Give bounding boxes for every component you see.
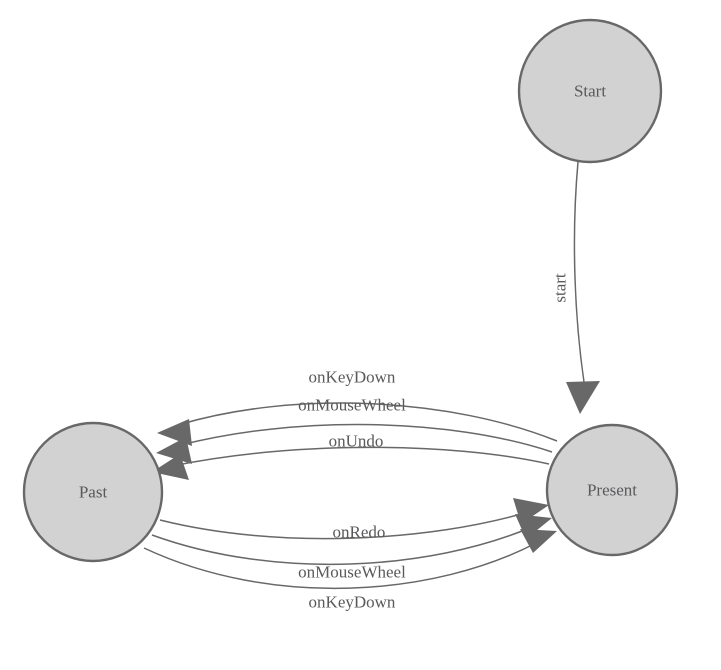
edge-label-onmousewheel-redo: onMouseWheel [298,563,406,582]
edge-arrowhead [566,381,600,414]
edge-label-onkeydown-redo: onKeyDown [309,593,396,612]
edge-path [143,541,539,590]
node-start-circle[interactable] [517,18,663,164]
node-past-label: Past [79,483,108,502]
edge-path [573,161,585,383]
node-start[interactable]: Start [517,18,663,164]
edge-path [177,402,558,442]
node-start-label: Start [574,82,606,101]
edge-label-start: start [551,273,570,303]
edge-arrowhead [520,529,557,553]
node-present-label: Present [587,481,637,500]
edge-start-to-present[interactable]: start [551,161,601,414]
edge-past-to-present-onkeydown[interactable]: onKeyDown [143,529,557,612]
edge-label-onmousewheel-undo: onMouseWheel [298,396,406,415]
edge-label-onredo: onRedo [333,523,386,542]
node-past[interactable]: Past [22,421,164,563]
edge-label-onundo: onUndo [329,432,384,451]
node-past-circle[interactable] [22,421,164,563]
edge-past-to-present-onmousewheel[interactable]: onMouseWheel [151,514,552,582]
edge-path [171,446,550,467]
edge-path [159,511,529,540]
edge-label-onkeydown-undo: onKeyDown [309,368,396,387]
edge-path [151,526,533,566]
edge-arrowhead [156,437,192,464]
node-present-circle[interactable] [545,423,679,557]
nodes-layer: Start Past Present [22,18,679,563]
edges-layer: start onKeyDown onMouseWheel onUndo [143,161,601,612]
node-present[interactable]: Present [545,423,679,557]
edge-arrowhead [152,454,189,480]
edge-past-to-present-onredo[interactable]: onRedo [159,498,549,542]
edge-present-to-past-onmousewheel[interactable]: onMouseWheel [156,396,553,465]
edge-path [176,423,553,453]
edge-present-to-past-onundo[interactable]: onUndo [152,432,550,481]
